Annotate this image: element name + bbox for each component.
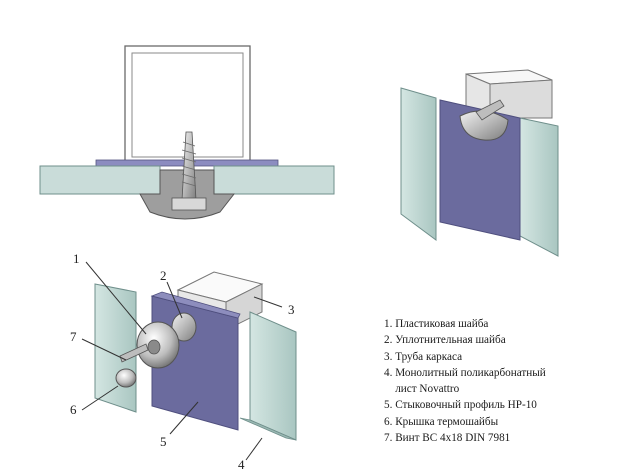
cross-section-view	[39, 45, 335, 220]
panel-left-section	[39, 165, 161, 195]
panel-right-exploded	[249, 311, 297, 441]
sealing-washer	[171, 312, 197, 342]
screw-head-section	[171, 197, 207, 211]
callout-3: 3	[288, 302, 295, 317]
callout-5: 5	[160, 434, 167, 449]
plastic-washer-hole	[147, 339, 161, 355]
legend-item: 5. Стыковочный профиль НР-10	[384, 399, 537, 412]
screw-exploded	[119, 343, 149, 363]
assembled-view	[400, 69, 559, 257]
legend-item: 6. Крышка термошайбы	[384, 415, 499, 428]
panel-right-edge	[239, 417, 297, 441]
callout-4: 4	[238, 457, 245, 469]
callout-6: 6	[70, 402, 77, 417]
panel-right-assembled	[519, 117, 559, 257]
panel-left-assembled	[400, 87, 437, 241]
legend-item: 4. Монолитный поликарбонатный	[384, 366, 546, 379]
legend-item: 7. Винт ВС 4х18 DIN 7981	[384, 432, 511, 445]
legend-item: 3. Труба каркаса	[384, 350, 463, 363]
washer-cap	[115, 368, 137, 388]
parts-legend: 1. Пластиковая шайба 2. Уплотнительная ш…	[384, 316, 546, 446]
pipe-side	[489, 79, 553, 119]
leader-lines	[81, 261, 283, 461]
exploded-view	[94, 271, 297, 441]
screw-assembled	[475, 99, 505, 121]
panel-right-section	[213, 165, 335, 195]
callout-2: 2	[160, 268, 167, 283]
callout-7: 7	[70, 329, 77, 344]
callout-1: 1	[73, 251, 80, 266]
screw-thread	[181, 141, 197, 187]
legend-item: лист Novattro	[384, 383, 460, 396]
legend-item: 1. Пластиковая шайба	[384, 318, 489, 330]
legend-item: 2. Уплотнительная шайба	[384, 334, 506, 347]
